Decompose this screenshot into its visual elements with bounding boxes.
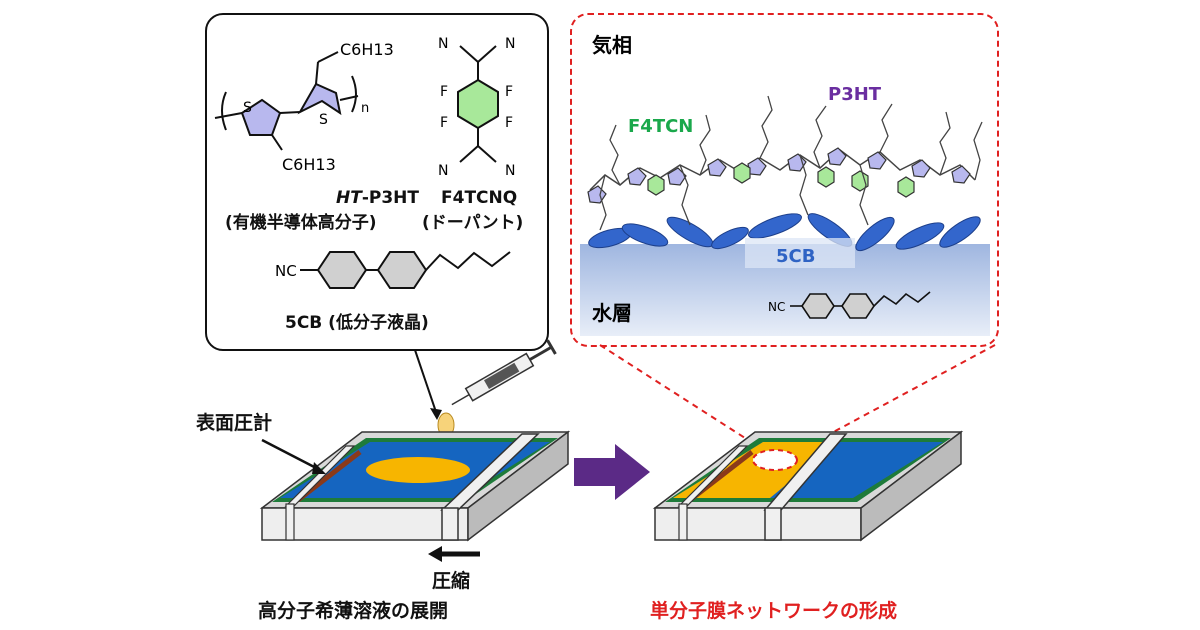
p3ht-name: HT-P3HT [336, 188, 419, 208]
alkyl-chains [599, 95, 983, 231]
process-arrow [574, 444, 650, 500]
trough-right [652, 430, 964, 542]
thiophene-ring-1 [240, 98, 282, 136]
sulfur-atom-2: S [319, 112, 328, 128]
f4tcnq-desc: (ドーパント) [422, 213, 524, 233]
5cb-structure [300, 251, 511, 289]
f4tcnq-f4: F [505, 115, 513, 131]
compression-label: 圧縮 [432, 570, 471, 592]
5cb-small-nc: NC [768, 300, 785, 314]
caption-right: 単分子膜ネットワークの形成 [650, 600, 898, 622]
c6h13-top: C6H13 [340, 40, 394, 59]
5cb-zoom-label: 5CB [776, 246, 815, 267]
p3ht-desc: (有機半導体高分子) [225, 213, 377, 233]
5cb-label: 5CB (低分子液晶) [285, 313, 429, 333]
syringe [451, 339, 557, 406]
repeat-unit-n: n [361, 101, 369, 116]
c6h13-bottom: C6H13 [282, 155, 336, 174]
f4tcnq-f3: F [440, 115, 448, 131]
f4tcnq-n2: N [505, 36, 515, 52]
trough-left [259, 430, 571, 542]
caption-left: 高分子希薄溶液の展開 [258, 600, 449, 622]
film-left [366, 457, 470, 483]
f4tcnq-structure [457, 45, 499, 163]
water-layer-label: 水層 [592, 301, 632, 325]
thiophene-ring-2 [297, 82, 342, 116]
f4tcnq-name: F4TCNQ [441, 188, 518, 208]
p3ht-label: P3HT [828, 84, 882, 105]
f4tcnq-n4: N [505, 163, 515, 179]
f4tcnq-f2: F [505, 84, 513, 100]
p3ht-rings [587, 147, 971, 204]
f4tcnq-n3: N [438, 163, 448, 179]
sulfur-atom-1: S [243, 100, 252, 116]
zoom-panel [570, 13, 999, 347]
f4tcnq-n1: N [438, 36, 448, 52]
f4tcnq-rings [647, 162, 915, 198]
structures-panel [205, 13, 549, 351]
gas-phase-label: 気相 [592, 33, 632, 57]
5cb-nc: NC [275, 262, 297, 280]
zoom-region-marker [752, 449, 798, 471]
5cb-small-structure [790, 291, 931, 319]
surface-pressure-meter-label: 表面圧計 [196, 412, 273, 434]
f4tcn-label: F4TCN [628, 116, 693, 137]
f4tcnq-f1: F [440, 84, 448, 100]
5cb-molecules [588, 213, 981, 252]
